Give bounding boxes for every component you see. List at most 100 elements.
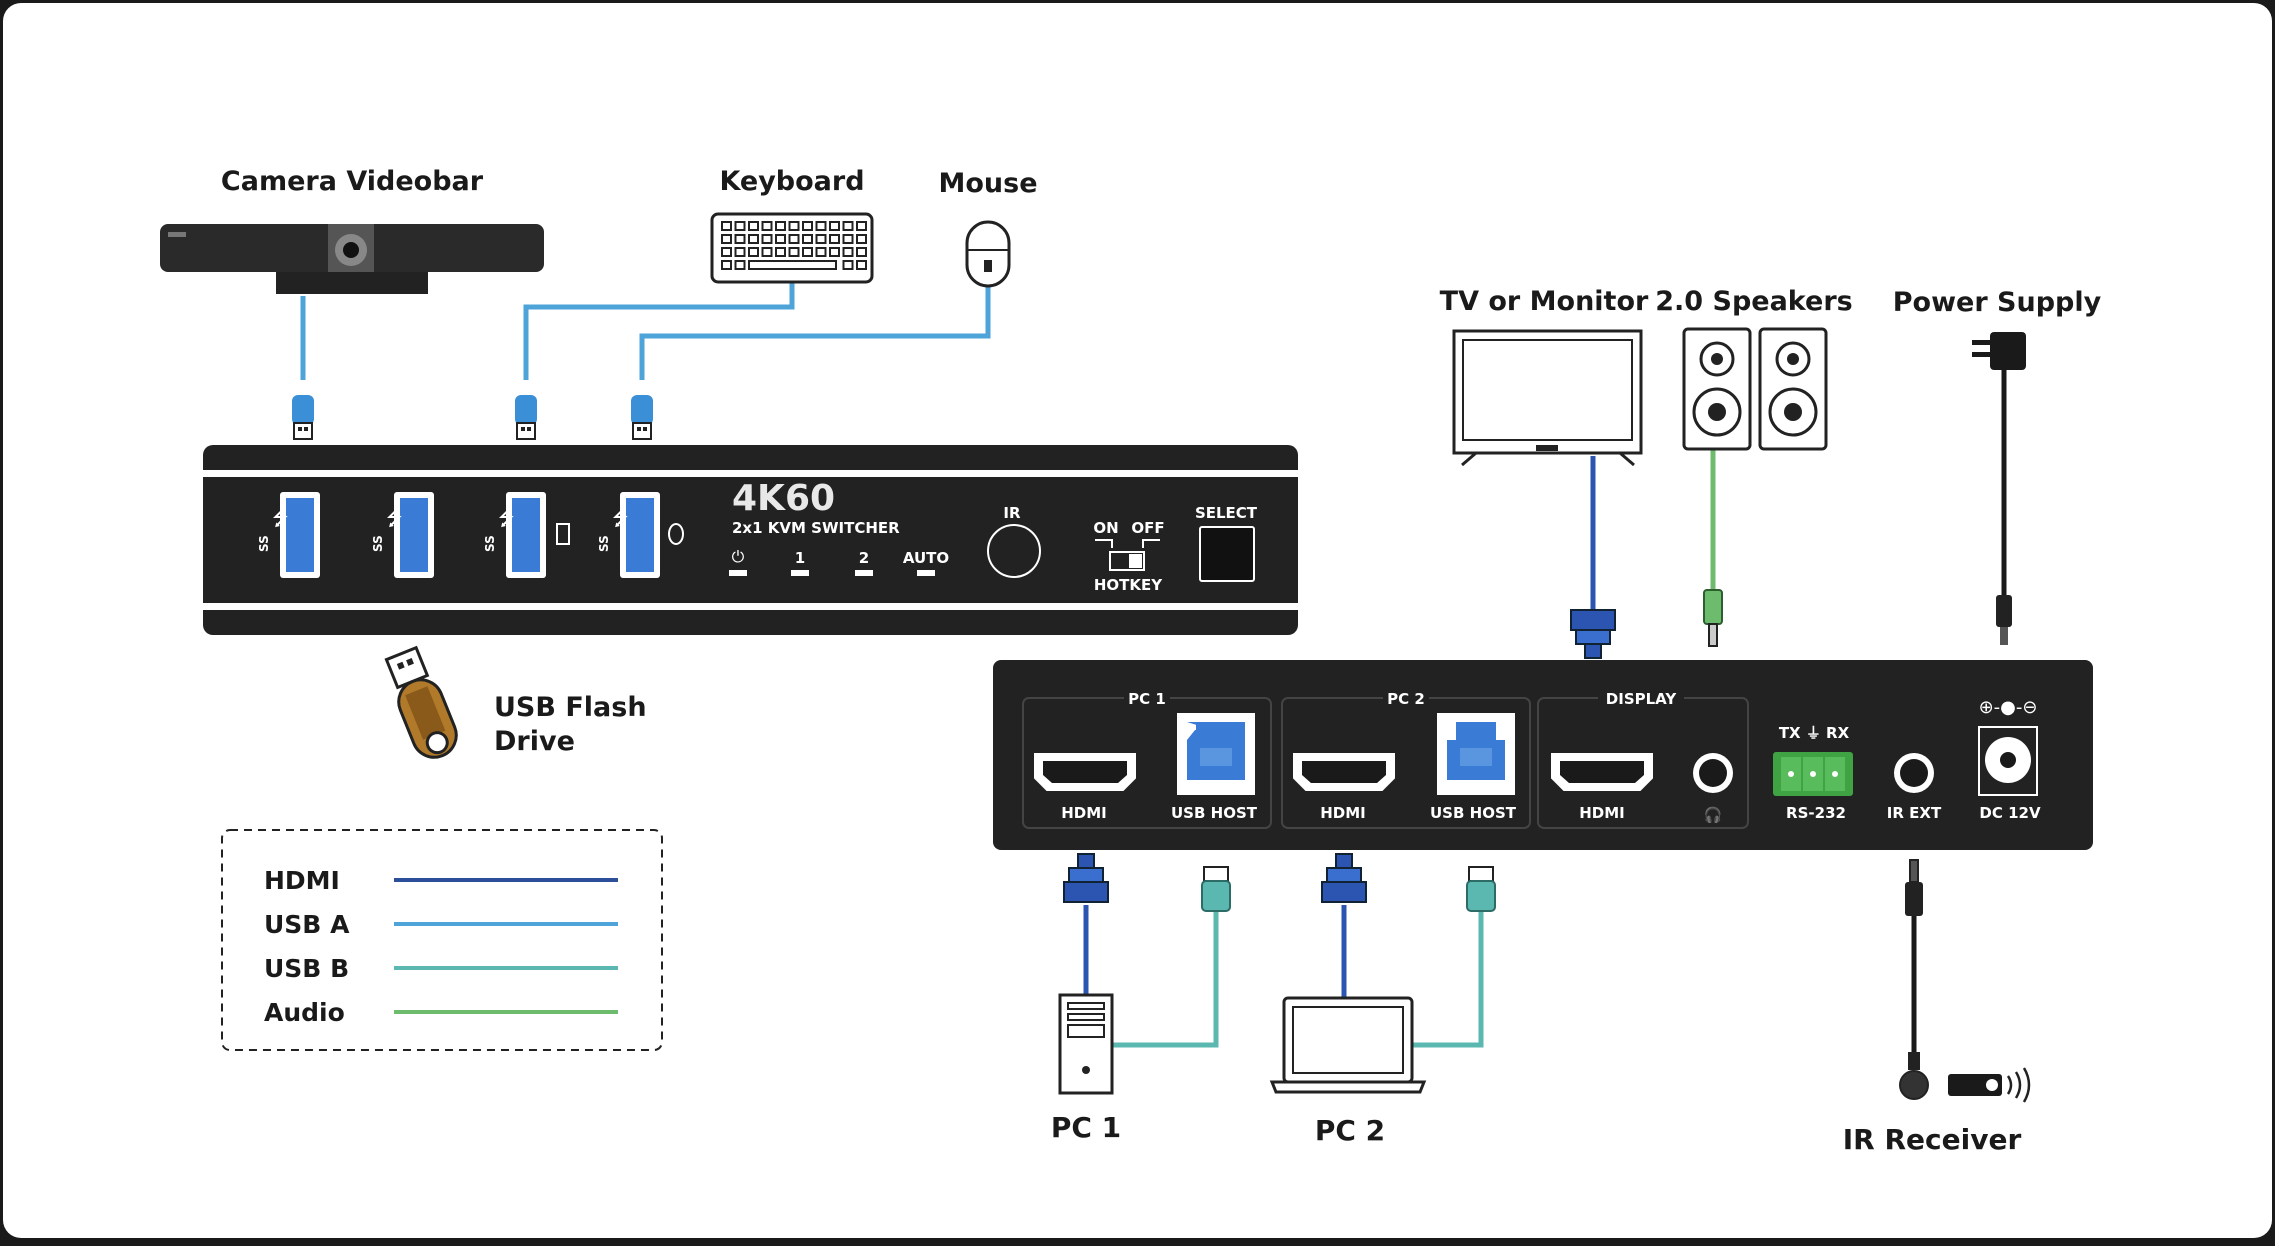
keyboard-usb-plug — [514, 394, 538, 440]
svg-text:SS: SS — [257, 535, 271, 552]
svg-text:HDMI: HDMI — [1320, 804, 1366, 822]
keyboard-key — [815, 221, 827, 231]
legend-label-hdmi: HDMI — [264, 866, 340, 895]
led-auto — [917, 570, 935, 576]
keyboard-key — [829, 234, 840, 244]
front-usb-port-3: SS ⭍ — [483, 492, 570, 578]
camera-label: Camera Videobar — [221, 166, 484, 197]
svg-text:OFF: OFF — [1131, 519, 1164, 537]
svg-text:HDMI: HDMI — [1061, 804, 1107, 822]
legend-label-audio: Audio — [264, 998, 345, 1027]
keyboard-small-icon — [556, 523, 570, 545]
svg-text:1: 1 — [795, 549, 805, 567]
svg-text:AUTO: AUTO — [903, 549, 949, 567]
usb-symbol-icon: ⭍ — [612, 506, 629, 530]
svg-text:RS-232: RS-232 — [1786, 804, 1846, 822]
svg-text:SS: SS — [483, 535, 497, 552]
pc1-tower-icon — [1058, 993, 1114, 1095]
keyboard-key — [761, 234, 773, 244]
kvm-rear-panel: PC 1 HDMI USB HOST PC 2 HDMI USB HOST DI… — [993, 660, 2093, 850]
keyboard-key — [721, 247, 732, 257]
camera-usb-plug — [291, 394, 315, 440]
mouse-small-icon — [668, 523, 684, 545]
keyboard-key — [856, 234, 867, 244]
rear-pc2-label: PC 2 — [1387, 690, 1425, 708]
led-power — [729, 570, 747, 576]
mouse: Mouse — [938, 168, 1038, 288]
svg-text:HOTKEY: HOTKEY — [1094, 576, 1163, 594]
keyboard-key — [829, 221, 840, 231]
keyboard-key — [788, 221, 800, 231]
keyboard-key — [815, 234, 827, 244]
keyboard-key — [721, 234, 732, 244]
keyboard-spacebar — [748, 260, 837, 270]
headphone-icon: 🎧 — [1704, 806, 1723, 824]
legend-label-usb-b: USB B — [264, 954, 349, 983]
svg-text:USB HOST: USB HOST — [1171, 804, 1258, 822]
led-1 — [791, 570, 809, 576]
keyboard-key — [842, 234, 854, 244]
keyboard-usb-cable — [523, 282, 795, 380]
pc2-usb-b-plug — [1466, 866, 1496, 912]
ir-receiver — [1899, 1052, 2031, 1103]
keyboard-key — [748, 234, 759, 244]
usb-symbol-icon: ⭍ — [272, 506, 289, 530]
power-adapter-icon — [1990, 332, 2026, 370]
keyboard-key — [842, 260, 854, 270]
ir-sensor — [987, 524, 1041, 578]
speakers: 2.0 Speakers — [1655, 286, 1853, 451]
keyboard-key — [761, 221, 773, 231]
rear-display-label: DISPLAY — [1606, 690, 1678, 708]
audio-plug — [1703, 589, 1723, 647]
rear-panel-body — [993, 660, 2093, 850]
keyboard-key — [856, 247, 867, 257]
tv-label: TV or Monitor — [1440, 286, 1649, 317]
keyboard-key — [802, 221, 813, 231]
svg-text:SS: SS — [371, 535, 385, 552]
svg-text:2: 2 — [859, 549, 869, 567]
mouse-usb-plug — [630, 394, 654, 440]
ir-ext-plug — [1905, 859, 1923, 916]
mouse-icon — [965, 220, 1011, 288]
rear-pc1-label: PC 1 — [1128, 690, 1166, 708]
svg-text:TX ⏚ RX: TX ⏚ RX — [1779, 724, 1850, 742]
mouse-usb-cable — [639, 284, 991, 380]
pc2-hdmi-port — [1293, 753, 1395, 791]
pc2-laptop-icon — [1269, 996, 1427, 1094]
front-panel-body — [203, 445, 1298, 635]
speakers-label: 2.0 Speakers — [1655, 286, 1852, 317]
keyboard-key — [802, 247, 813, 257]
speaker-left-icon — [1682, 327, 1752, 451]
svg-text:IR EXT: IR EXT — [1887, 804, 1942, 822]
keyboard-key — [721, 221, 732, 231]
legend-box — [221, 829, 663, 1051]
pc1-usb-b-plug — [1201, 866, 1231, 912]
svg-text:IR: IR — [1003, 504, 1021, 522]
keyboard-key — [721, 260, 732, 270]
front-usb-port-4: SS ⭍ — [597, 492, 684, 578]
keyboard-key — [761, 247, 773, 257]
display-hdmi-port — [1551, 753, 1653, 791]
usb-flash-label-1: USB Flash — [494, 692, 647, 723]
keyboard-key — [775, 221, 786, 231]
keyboard-key — [734, 234, 746, 244]
keyboard-key — [788, 247, 800, 257]
cables — [300, 282, 2007, 1060]
pc1-hdmi-port — [1034, 753, 1136, 791]
usb-symbol-icon: ⭍ — [386, 506, 403, 530]
keyboard-key — [802, 234, 813, 244]
power-icon: ⏻ — [732, 547, 745, 566]
keyboard-key — [734, 247, 746, 257]
ir-receiver-label: IR Receiver — [1843, 1123, 2022, 1156]
front-usb-port-1: SS ⭍ — [257, 492, 320, 578]
keyboard: Keyboard — [710, 166, 874, 284]
keyboard-key — [788, 234, 800, 244]
svg-text:SELECT: SELECT — [1195, 504, 1258, 522]
svg-text:DC 12V: DC 12V — [1979, 804, 2041, 822]
keyboard-key — [734, 260, 746, 270]
svg-text:SS: SS — [597, 535, 611, 552]
power-supply: Power Supply — [1893, 287, 2102, 645]
